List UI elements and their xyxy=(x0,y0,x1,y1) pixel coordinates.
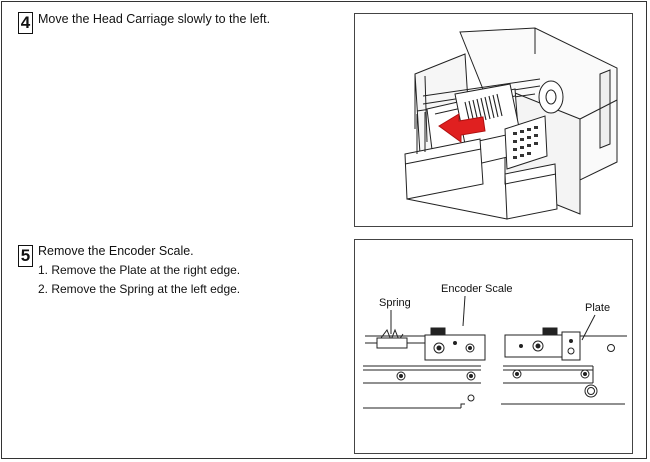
step-5-substep-1: 1. Remove the Plate at the right edge. xyxy=(38,263,241,277)
step-5-substep-2: 2. Remove the Spring at the left edge. xyxy=(38,282,241,296)
printer-drawing xyxy=(404,27,618,220)
label-plate: Plate xyxy=(585,302,610,314)
step-5-title: Remove the Encoder Scale. xyxy=(38,244,194,258)
move-left-arrow-icon xyxy=(438,113,486,143)
encoder-scale-illustration: Encoder Scale Spring Plate xyxy=(354,239,633,454)
step-5-number: 5 xyxy=(18,245,33,267)
step-4-number: 4 xyxy=(18,12,33,34)
head-carriage-illustration xyxy=(354,13,633,227)
encoder-scale-drawing: Encoder Scale Spring Plate xyxy=(363,283,627,409)
label-encoder-scale: Encoder Scale xyxy=(441,283,513,295)
label-spring: Spring xyxy=(379,297,411,309)
step-4-title: Move the Head Carriage slowly to the lef… xyxy=(38,12,271,26)
